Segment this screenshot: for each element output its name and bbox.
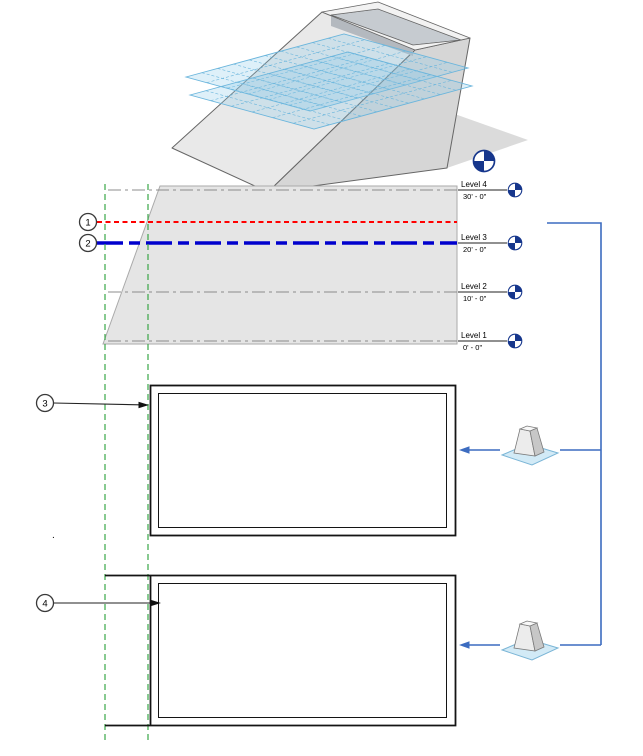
mass-elevation-profile [102,185,458,345]
level-head-icon-large [472,149,496,173]
callout-1: 1 [78,212,98,232]
callout-1-number: 1 [85,218,90,229]
level-1-label: Level 1 0' - 0" [458,331,523,352]
mass-rim [321,1,471,51]
mass-icon-top-face [518,620,539,627]
mass-icon-top-face [518,425,539,432]
mass-thumbnail-icon-2 [500,620,560,661]
connector-arrowhead-2 [459,641,470,649]
level-3-label: Level 3 20' - 0" [458,233,523,254]
level-2-label: Level 2 10' - 0" [458,282,523,303]
callout-3-number: 3 [42,399,47,410]
level-1-name: Level 1 [461,331,487,340]
level-plane-lower-grid [205,56,457,125]
callout-4-arrowhead [150,599,161,607]
elevation-view: Level 4 30' - 0" Level 3 20' - 0" Level … [97,149,523,352]
level-3-name: Level 3 [461,233,487,242]
connector-arrowhead-1 [459,446,470,454]
callout-3-leader [53,402,140,406]
level-head-icon [507,333,523,349]
mass-3d-view [171,1,528,193]
callout-2: 2 [78,233,98,253]
level-head-icon [507,182,523,198]
plan2-inner-boundary [158,583,447,718]
mass-interior-wall [331,15,413,56]
callout-4: 4 [35,593,161,613]
connector-line-vertical [547,222,602,645]
plan1-outer-boundary [149,384,457,537]
level-3-elevation: 20' - 0" [463,245,487,254]
callout-3-arrowhead [138,401,149,409]
level-head-icon [507,284,523,300]
callout-2-number: 2 [85,239,90,250]
stray-period: . [52,530,55,541]
level-head-icon [507,235,523,251]
level-4-label: Level 4 30' - 0" [458,180,523,201]
connector-lines [468,222,602,646]
plan2-outer-boundary [105,574,457,727]
level-2-elevation: 10' - 0" [463,294,487,303]
callout-4-number: 4 [42,599,47,610]
callout-1-circle [78,212,98,232]
level-2-name: Level 2 [461,282,487,291]
level-4-elevation: 30' - 0" [463,192,487,201]
mass-thumbnail-icon-1 [500,425,560,466]
level-4-name: Level 4 [461,180,487,189]
callout-2-circle [78,233,98,253]
plan-view-1 [149,384,457,537]
level-1-elevation: 0' - 0" [463,343,482,352]
callout-3: 3 [35,393,149,413]
plan1-inner-boundary [158,393,447,528]
